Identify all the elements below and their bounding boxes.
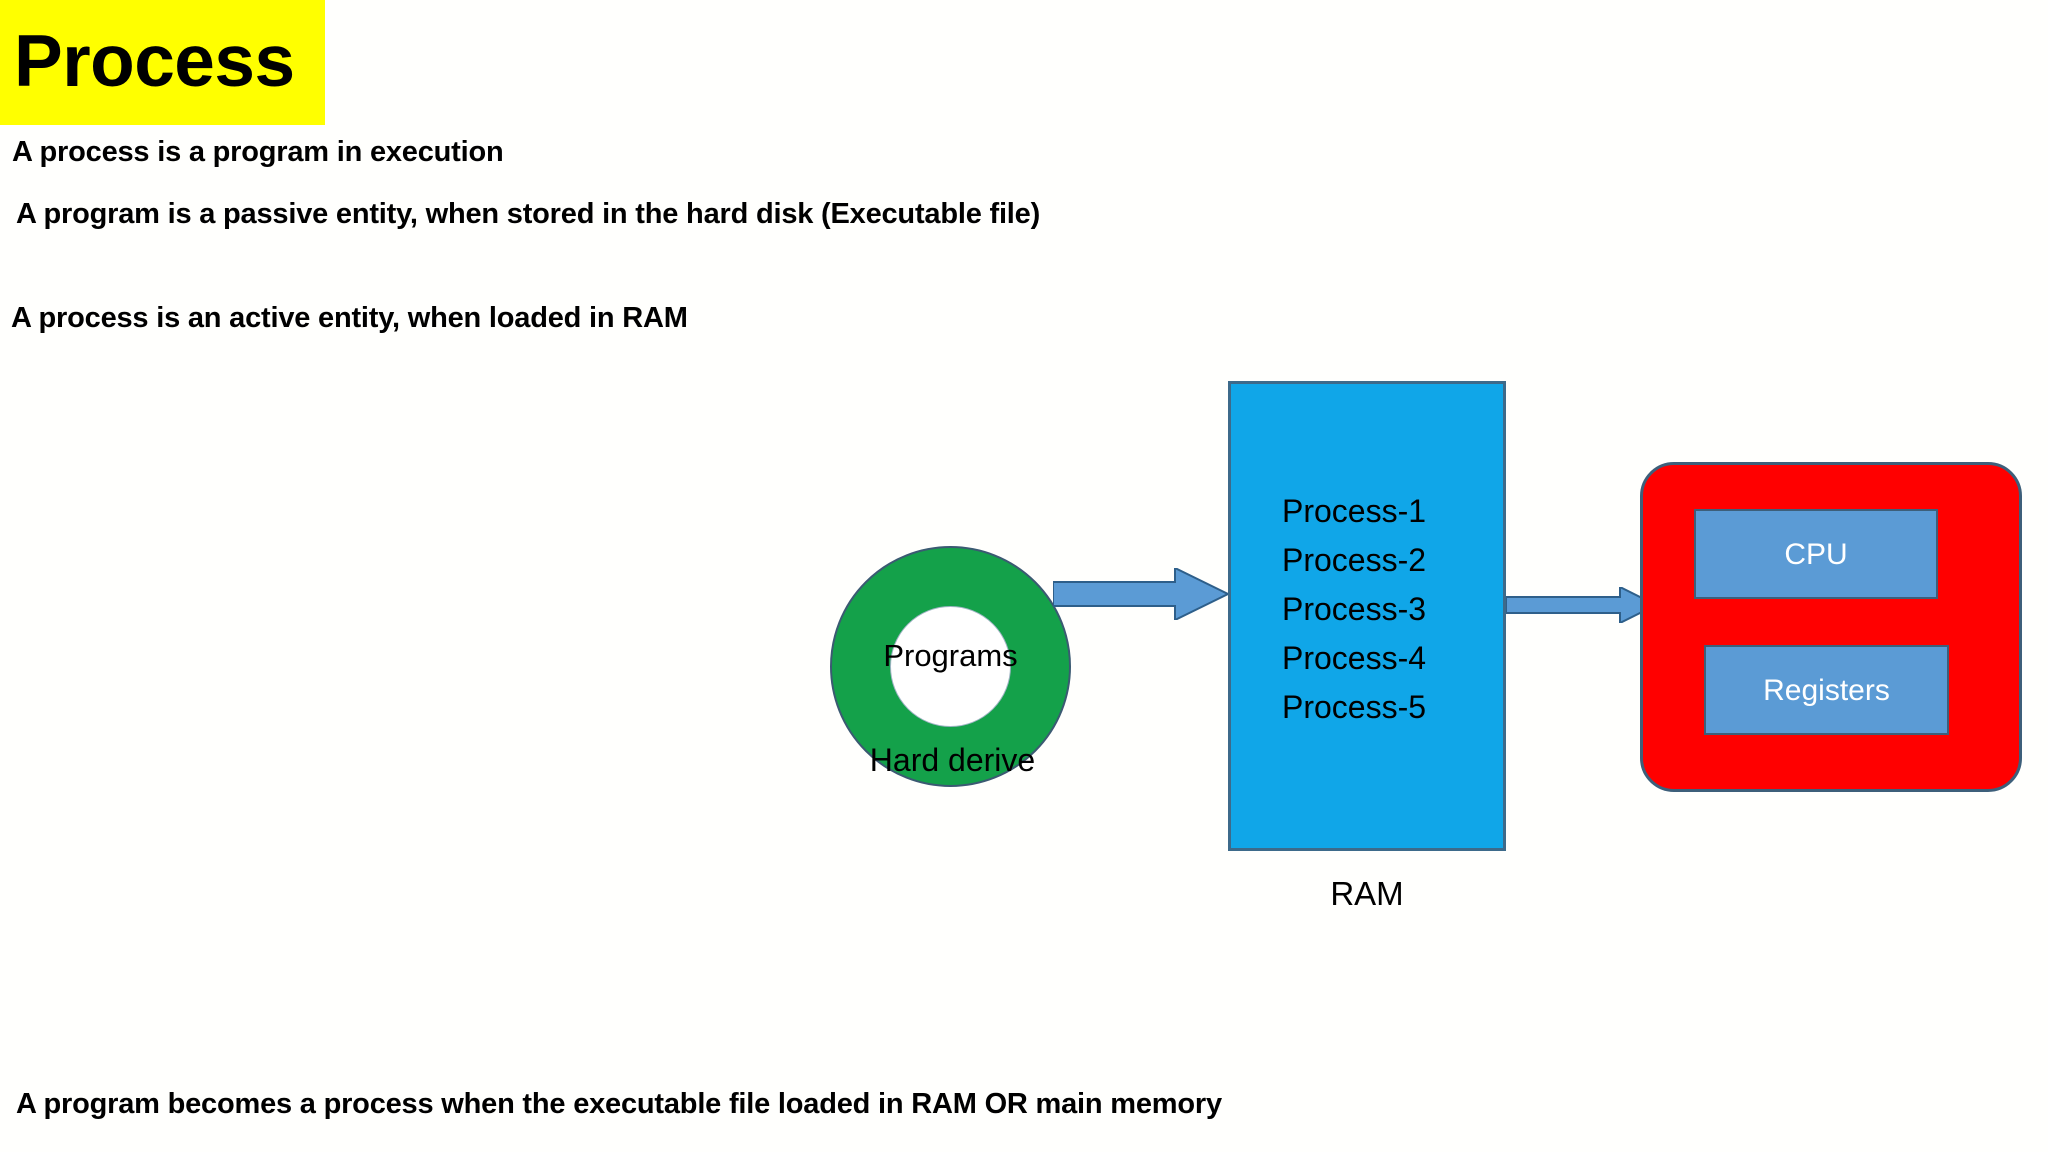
arrow-hard-drive-to-ram-icon: [1053, 568, 1228, 620]
hard-drive-donut: Programs: [830, 546, 1075, 791]
cpu-box: CPU: [1694, 509, 1938, 599]
title-highlight-band: [0, 0, 325, 125]
list-item: Process-4: [1282, 640, 1427, 676]
body-line-3: A process is an active entity, when load…: [11, 302, 688, 334]
arrow-ram-to-cpu-icon: [1506, 587, 1656, 623]
registers-box: Registers: [1704, 645, 1949, 735]
programs-label: Programs: [883, 638, 1018, 673]
list-item: Process-2: [1282, 542, 1427, 578]
body-line-2: A program is a passive entity, when stor…: [16, 198, 1041, 230]
ram-caption: RAM: [1330, 875, 1404, 912]
list-item: Process-1: [1282, 493, 1427, 529]
page-title: Process: [14, 21, 295, 102]
list-item: Process-3: [1282, 591, 1427, 627]
ram-process-list: Process-1 Process-2 Process-3 Process-4 …: [1282, 487, 1512, 732]
body-line-4: A program becomes a process when the exe…: [16, 1088, 1222, 1120]
donut-hole-shape: [890, 606, 1011, 727]
body-line-1: A process is a program in execution: [12, 136, 504, 168]
list-item: Process-5: [1282, 689, 1427, 725]
ram-box: [1228, 381, 1506, 851]
hard-drive-caption: Hard derive: [869, 742, 1036, 778]
